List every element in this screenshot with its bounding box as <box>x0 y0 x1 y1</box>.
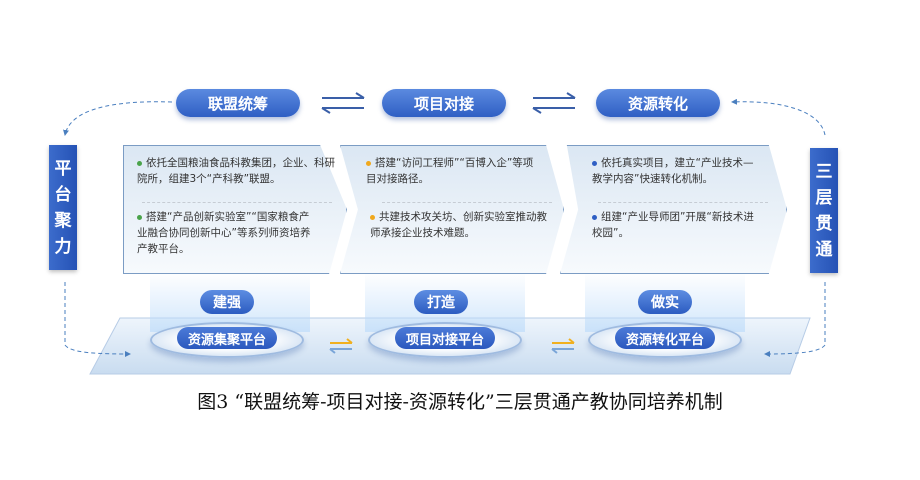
panel-2-item-2: 共建技术攻关坊、创新实验室推动教师承接企业技术难题。 <box>370 209 550 241</box>
platform-resource-gathering: 资源集聚平台 <box>150 322 304 358</box>
dashed-arrow-bottom-left <box>64 282 131 357</box>
tag-strengthen: 建强 <box>200 290 254 314</box>
char: 三 <box>815 161 833 182</box>
char: 平 <box>54 158 72 179</box>
char: 台 <box>54 184 72 205</box>
divider <box>142 202 332 203</box>
platform-label: 资源转化平台 <box>615 327 715 349</box>
platform-label: 资源集聚平台 <box>177 327 277 349</box>
figure-caption: 图3 “联盟统筹-项目对接-资源转化”三层贯通产教协同培养机制 <box>197 391 723 413</box>
panel-project <box>340 145 564 274</box>
text: 共建技术攻关坊、创新实验室推动教师承接企业技术难题。 <box>370 211 547 239</box>
text: 组建“产业导师团”开展“新技术进校园”。 <box>592 211 754 239</box>
double-arrow-2 <box>532 92 576 114</box>
platform-arrow-2 <box>551 338 575 354</box>
panel-3-item-1: 依托真实项目，建立“产业技术—教学内容”快速转化机制。 <box>592 155 762 187</box>
pill-alliance-coordination: 联盟统筹 <box>176 89 300 117</box>
char: 力 <box>54 236 72 257</box>
dashed-arrow-bottom-right <box>764 282 826 357</box>
dashed-arrow-top-right <box>731 98 826 136</box>
char: 贯 <box>815 213 833 234</box>
pill-resource-transformation: 资源转化 <box>596 89 720 117</box>
text: 搭建“产品创新实验室”“国家粮食产业融合协同创新中心”等系列师资培养产教平台。 <box>137 211 311 255</box>
char: 聚 <box>54 210 72 231</box>
dashed-arrow-top-left <box>63 101 173 136</box>
text: 搭建“访问工程师”“百博入企”等项目对接路径。 <box>366 157 534 185</box>
text: 依托全国粮油食品科教集团，企业、科研院所，组建3个“产科教”联盟。 <box>137 157 335 185</box>
platform-project-docking: 项目对接平台 <box>368 322 522 358</box>
divider <box>382 202 552 203</box>
side-box-three-layers: 三层贯通 <box>810 148 838 273</box>
bullet-icon <box>370 214 375 220</box>
tag-build: 打造 <box>414 290 468 314</box>
bullet-icon <box>366 160 371 166</box>
side-box-platform: 平台聚力 <box>49 145 77 270</box>
platform-arrow-1 <box>329 338 353 354</box>
char: 层 <box>815 187 833 208</box>
text: 依托真实项目，建立“产业技术—教学内容”快速转化机制。 <box>592 157 754 185</box>
bullet-icon <box>137 214 142 220</box>
bullet-icon <box>592 214 597 220</box>
panel-1-item-1: 依托全国粮油食品科教集团，企业、科研院所，组建3个“产科教”联盟。 <box>137 155 337 187</box>
char: 通 <box>815 239 833 260</box>
tag-implement: 做实 <box>638 290 692 314</box>
platform-label: 项目对接平台 <box>395 327 495 349</box>
platform-resource-transformation: 资源转化平台 <box>588 322 742 358</box>
bullet-icon <box>137 160 142 166</box>
pill-project-docking: 项目对接 <box>382 89 506 117</box>
panel-resource <box>560 145 787 274</box>
bullet-icon <box>592 160 597 166</box>
double-arrow-1 <box>321 92 365 114</box>
panel-1-item-2: 搭建“产品创新实验室”“国家粮食产业融合协同创新中心”等系列师资培养产教平台。 <box>137 209 317 257</box>
panel-alliance <box>123 145 347 274</box>
panel-2-item-1: 搭建“访问工程师”“百博入企”等项目对接路径。 <box>366 155 541 187</box>
divider <box>598 202 768 203</box>
panel-3-item-2: 组建“产业导师团”开展“新技术进校园”。 <box>592 209 762 241</box>
